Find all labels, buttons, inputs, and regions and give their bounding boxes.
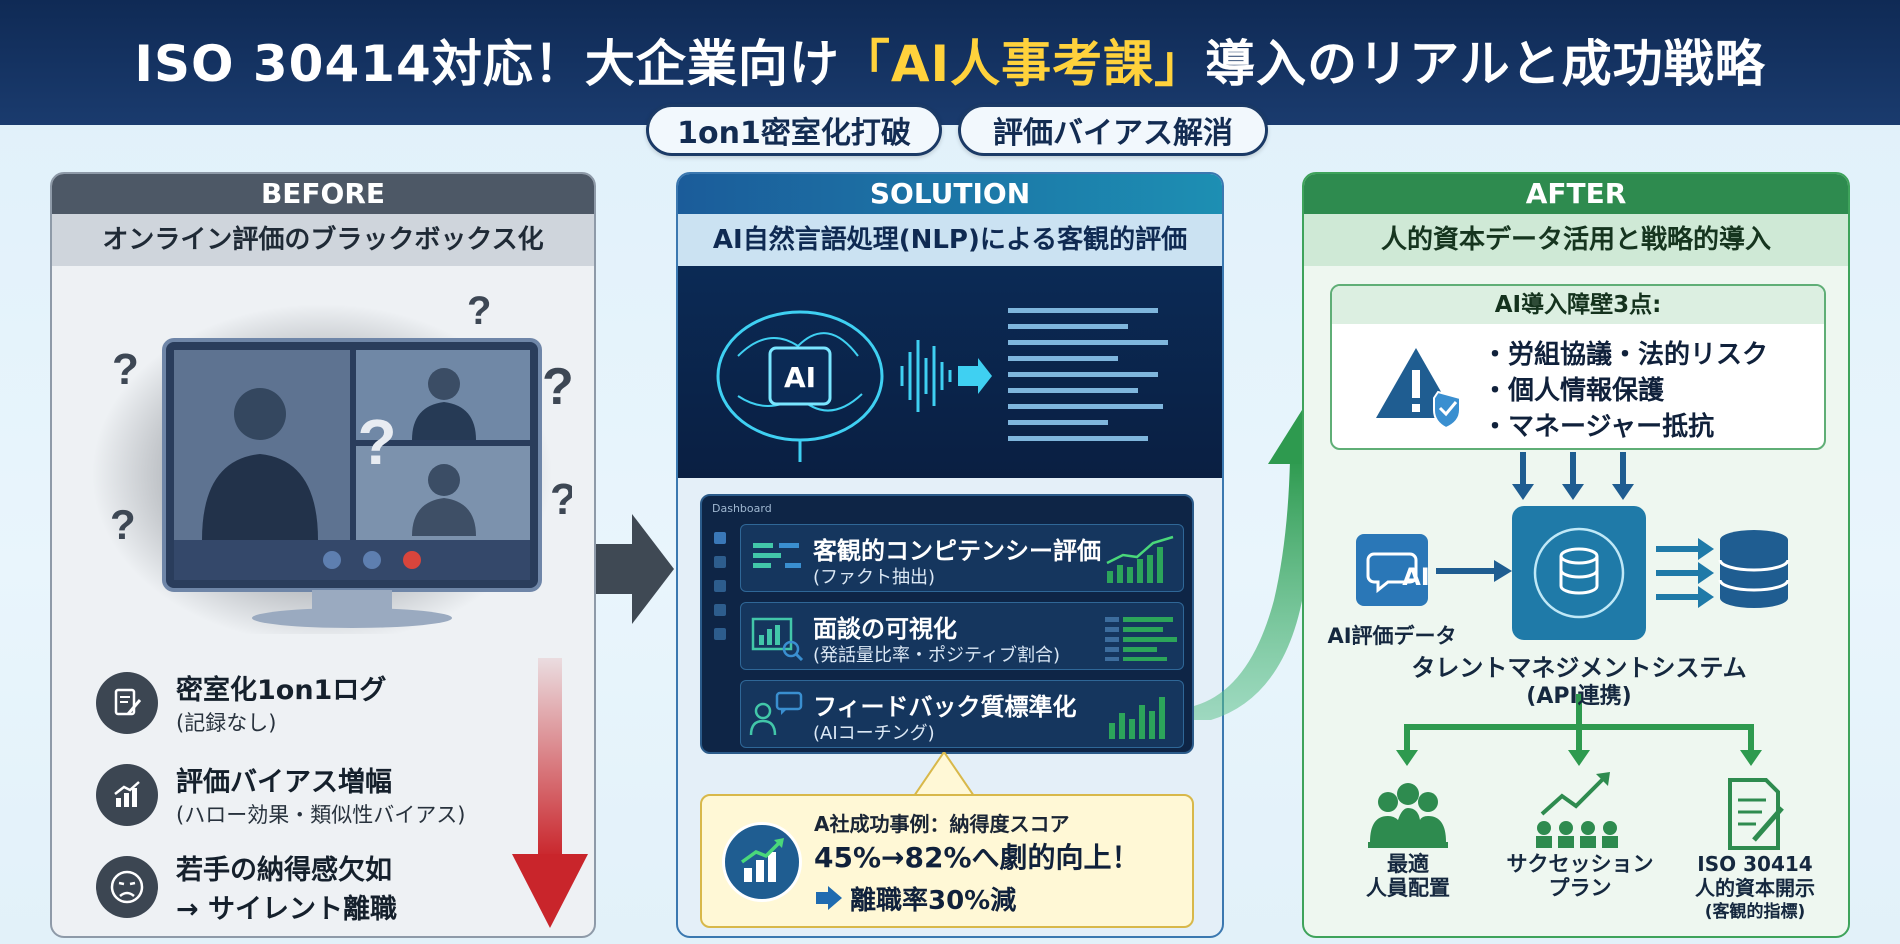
document-pen-icon xyxy=(96,671,158,734)
decline-arrow xyxy=(512,658,588,928)
before-subtitle: オンライン評価のブラックボックス化 xyxy=(52,214,594,266)
solution-panel: SOLUTION AI自然言語処理(NLP)による客観的評価 xyxy=(676,172,1224,938)
nlp-visual: AI xyxy=(678,266,1222,478)
pill-bias: 評価バイアス解消 xyxy=(958,104,1268,156)
before-item-closed-log: 密室化1on1ログ (記録なし) xyxy=(96,668,386,737)
growth-chart-icon xyxy=(1106,535,1174,583)
before-to-solution-arrow xyxy=(596,514,674,624)
svg-text:?: ? xyxy=(110,501,136,548)
before-item-sub: → サイレント離職 xyxy=(176,894,398,925)
page-title: ISO 30414対応！大企業向け「AI人事考課」導入のリアルと成功戦略 xyxy=(0,24,1900,96)
case-label: A社成功事例：納得度スコア xyxy=(814,812,1070,836)
barrier-item: ・マネージャー抵抗 xyxy=(1482,412,1715,442)
success-case-box: A社成功事例：納得度スコア 45%→82%へ劇的向上！ 離職率30%減 xyxy=(700,794,1194,928)
outcome-placement: 最適 人員配置 xyxy=(1344,852,1472,900)
warning-shield-icon xyxy=(1376,348,1461,430)
row-sub: (発話量比率・ポジティブ割合) xyxy=(813,645,1060,666)
talent-system-label: タレントマネジメントシステム xyxy=(1411,654,1747,682)
brain-ai-label: AI xyxy=(783,361,817,394)
coaching-person-icon xyxy=(749,691,803,736)
svg-text:?: ? xyxy=(112,345,139,394)
callout-pointer xyxy=(914,752,974,797)
row-title: 面談の可視化 xyxy=(813,615,957,643)
api-label: (API連携) xyxy=(1526,684,1632,709)
before-panel: BEFORE オンライン評価のブラックボックス化 ? ? ? ? ? ? xyxy=(50,172,596,938)
video-call-illustration: ? ? ? ? ? ? xyxy=(92,289,572,634)
title-prefix: ISO 30414対応！大企業向け xyxy=(134,35,840,93)
svg-text:?: ? xyxy=(550,475,572,524)
data-flow-diagram xyxy=(1356,452,1790,850)
outcome-succession: サクセッション プラン xyxy=(1500,852,1660,900)
before-item-title: 密室化1on1ログ xyxy=(176,675,387,706)
before-item-sub: (ハロー効果・類似性バイアス) xyxy=(176,803,466,827)
row-sub: (AIコーチング) xyxy=(813,723,935,744)
case-score: 45%→82%へ劇的向上！ xyxy=(814,841,1140,874)
row-title: 客観的コンピテンシー評価 xyxy=(813,537,1101,565)
before-header: BEFORE xyxy=(52,174,594,214)
solution-header: SOLUTION xyxy=(678,174,1222,214)
before-item-dissatisfaction: 若手の納得感欠如 → サイレント離職 xyxy=(96,848,397,926)
outcome-line: サクセッション xyxy=(1506,852,1654,876)
title-highlight: 「AI人事考課」 xyxy=(839,35,1206,93)
ai-data-label: AI評価データ xyxy=(1327,624,1457,648)
barrier-item: ・個人情報保護 xyxy=(1482,376,1665,406)
outcome-line: 最適 xyxy=(1387,852,1429,876)
barrier-title: AI導入障壁3点: xyxy=(1332,286,1824,324)
bar-chart-up-icon xyxy=(96,763,158,826)
outcome-line: 人的資本開示 xyxy=(1695,876,1815,900)
barrier-item: ・労組協議・法的リスク xyxy=(1482,340,1769,370)
text-extract-icon xyxy=(753,543,801,568)
before-item-title: 若手の納得感欠如 xyxy=(176,855,392,886)
outcome-line: プラン xyxy=(1548,876,1612,900)
hbar-chart-icon xyxy=(1105,617,1177,661)
after-panel: AFTER 人的資本データ活用と戦略的導入 AI導入障壁3点: ・労組協議・法的… xyxy=(1302,172,1850,938)
before-item-title: 評価バイアス増幅 xyxy=(176,767,392,798)
dashboard-row-feedback: フィードバック質標準化 (AIコーチング) xyxy=(740,680,1184,748)
ai-chat-label: AI xyxy=(1402,563,1430,591)
outcome-line: (客観的指標) xyxy=(1704,902,1806,922)
outcome-line: ISO 30414 xyxy=(1697,852,1813,876)
case-turnover: 離職率30%減 xyxy=(850,886,1017,916)
dashboard-mock: Dashboard 客観的コンピテンシー評価 (ファクト抽出) xyxy=(700,494,1194,754)
ai-brain-waveform-icon xyxy=(716,308,1168,462)
pill-1on1: 1on1密室化打破 xyxy=(646,104,942,156)
svg-text:?: ? xyxy=(357,406,396,478)
title-suffix: 導入のリアルと成功戦略 xyxy=(1205,35,1766,93)
row-sub: (ファクト抽出) xyxy=(813,567,936,588)
after-subtitle: 人的資本データ活用と戦略的導入 xyxy=(1304,214,1848,266)
outcome-line: 人員配置 xyxy=(1366,876,1450,900)
sad-face-icon xyxy=(96,856,158,918)
vbar-chart-icon xyxy=(1109,697,1165,739)
svg-text:?: ? xyxy=(467,289,491,333)
arrow-right-icon xyxy=(816,886,842,910)
dashboard-sidebar xyxy=(710,526,730,746)
magnify-chart-icon xyxy=(751,617,804,661)
solution-subtitle: AI自然言語処理(NLP)による客観的評価 xyxy=(678,214,1222,266)
before-item-bias: 評価バイアス増幅 (ハロー効果・類似性バイアス) xyxy=(96,760,465,829)
row-title: フィードバック質標準化 xyxy=(813,693,1077,721)
dashboard-title: Dashboard xyxy=(712,502,772,515)
success-chart-icon xyxy=(722,822,802,902)
dashboard-row-visualization: 面談の可視化 (発話量比率・ポジティブ割合) xyxy=(740,602,1184,670)
header-banner xyxy=(0,0,1900,125)
after-header: AFTER xyxy=(1304,174,1848,214)
svg-text:?: ? xyxy=(542,358,572,416)
dashboard-row-competency: 客観的コンピテンシー評価 (ファクト抽出) xyxy=(740,524,1184,592)
before-item-sub: (記録なし) xyxy=(176,711,277,735)
ai-barriers-box: AI導入障壁3点: ・労組協議・法的リスク ・個人情報保護 ・マネージャー抵抗 xyxy=(1330,284,1826,450)
outcome-iso-disclosure: ISO 30414 人的資本開示 (客観的指標) xyxy=(1680,852,1830,924)
